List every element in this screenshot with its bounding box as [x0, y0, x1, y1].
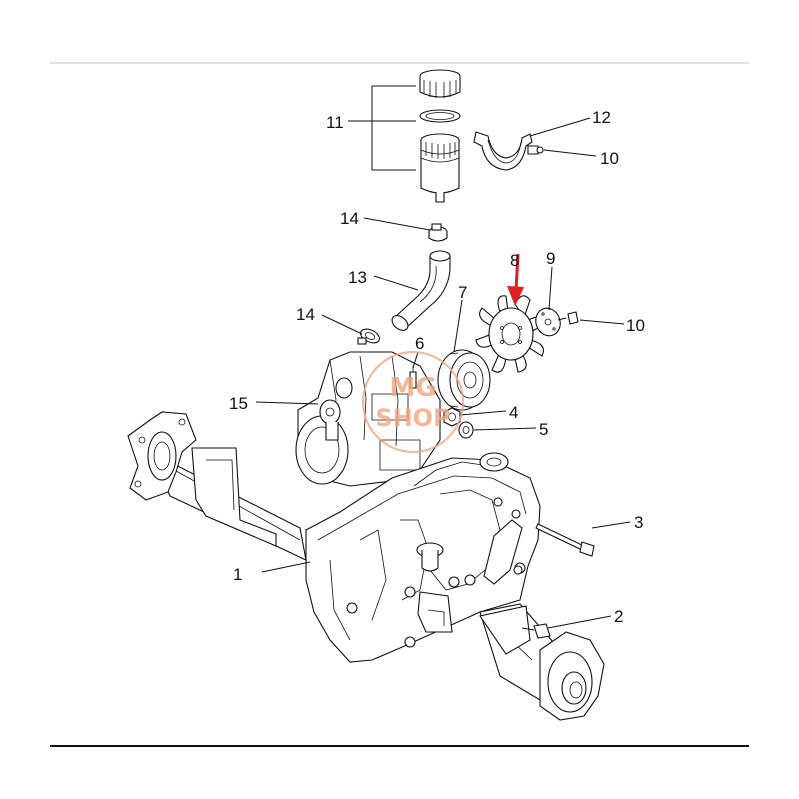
callout-15: 15: [229, 394, 248, 413]
callout-7: 7: [458, 283, 467, 302]
part-10-fan-bolt: [557, 311, 579, 325]
watermark-line2: SHOP: [375, 404, 450, 432]
watermark-logo: MG SHOP: [362, 351, 464, 453]
part-14-upper-clamp: [428, 223, 448, 242]
part-11-reservoir: [371, 69, 461, 203]
part-14-lower-clamp: [357, 328, 380, 345]
callout-12: 12: [592, 108, 611, 127]
callout-8: 8: [510, 251, 519, 270]
right-axle-tube: [479, 603, 605, 721]
part-4-nut: [443, 407, 461, 427]
part-5-washer: [458, 421, 474, 439]
leader-lines: [255, 117, 631, 629]
callout-1: 1: [233, 565, 242, 584]
callout-5: 5: [539, 420, 548, 439]
callout-11: 11: [326, 113, 344, 132]
part-12-clamp-bracket: [473, 131, 544, 171]
callout-6: 6: [415, 334, 424, 353]
callout-labels: 1 2 3 4 5 6 7 8 9 10 10 11 12 13 14 14 1…: [229, 108, 645, 626]
callout-14-upper: 14: [340, 209, 359, 228]
part-7-pulley: [437, 349, 491, 411]
callout-14-lower: 14: [296, 305, 315, 324]
watermark-line1: MG: [389, 373, 436, 403]
callout-13: 13: [348, 268, 367, 287]
callout-2: 2: [614, 607, 623, 626]
part-8-cooling-fan: [475, 295, 547, 373]
part-15-pump-housing: [295, 351, 441, 487]
part-2-bolt: [521, 623, 551, 639]
case-bolt: [513, 565, 523, 575]
callout-9: 9: [546, 249, 555, 268]
callout-10-lower: 10: [626, 316, 645, 335]
highlight-arrow: [507, 253, 524, 306]
callout-10-upper: 10: [600, 149, 619, 168]
callout-3: 3: [634, 513, 643, 532]
callout-4: 4: [509, 403, 518, 422]
left-axle-tube: [127, 411, 307, 561]
part-3-long-bolt: [535, 523, 595, 557]
part-9-spacer-plate: [535, 307, 561, 337]
part-13-hose: [391, 250, 451, 331]
part-1-transaxle-case: [305, 452, 541, 663]
